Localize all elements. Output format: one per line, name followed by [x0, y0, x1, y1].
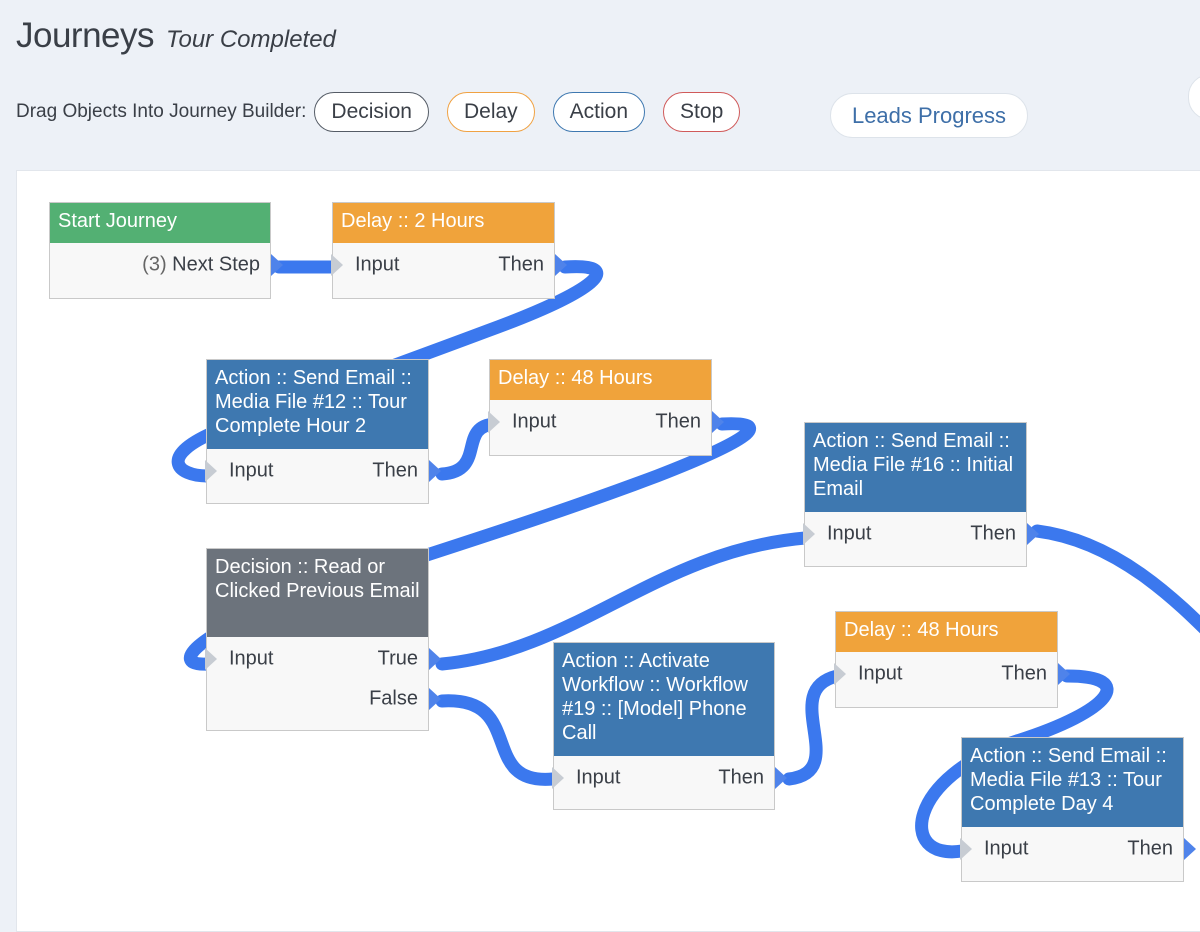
input-port-icon[interactable]	[205, 460, 217, 482]
lead-count: (3)	[142, 253, 167, 276]
input-port-icon[interactable]	[488, 411, 500, 433]
input-port-icon[interactable]	[331, 254, 343, 276]
stop-chip[interactable]: Stop	[663, 92, 741, 132]
action-chip[interactable]: Action	[552, 92, 646, 132]
node-action-send-email-16[interactable]: Action :: Send Email :: Media File #16 :…	[803, 422, 1039, 567]
delay1-ports: Input Then	[331, 243, 567, 287]
true-label: True	[377, 647, 418, 670]
wire-action3-to-delay3	[782, 669, 844, 786]
then-label: Then	[372, 459, 418, 482]
wire-true-to-action2	[435, 531, 812, 671]
next-step-port[interactable]: (3) Next Step	[50, 243, 283, 287]
node-action-activate-workflow[interactable]: Action :: Activate Workflow :: Workflow …	[552, 642, 787, 810]
page-header: Journeys Tour Completed	[16, 16, 336, 56]
action1-ports: Input Then	[205, 449, 441, 493]
input-port-icon[interactable]	[803, 523, 815, 545]
input-label: Input	[355, 253, 400, 276]
then-label: Then	[718, 766, 764, 789]
true-output-port-icon[interactable]	[429, 648, 441, 670]
input-label: Input	[858, 662, 903, 685]
page-subtitle: Tour Completed	[166, 26, 336, 53]
input-label: Input	[512, 410, 557, 433]
node-action4-title: Action :: Send Email :: Media File #13 :…	[962, 738, 1183, 827]
journey-canvas[interactable]: Start Journey (3) Next Step Delay :: 2 H…	[16, 170, 1200, 932]
output-port-icon[interactable]	[271, 254, 283, 276]
next-step-label: (3) Next Step	[142, 254, 260, 277]
decision-true-port: Input True	[205, 637, 441, 681]
input-port-icon[interactable]	[960, 838, 972, 860]
then-label: Then	[655, 410, 701, 433]
then-label: Then	[1001, 662, 1047, 685]
decision-false-port: False	[207, 681, 441, 717]
wire-action1-to-delay2	[435, 417, 502, 481]
node-delay-48-hours[interactable]: Delay :: 48 Hours Input Then	[488, 359, 724, 456]
node-decision-read-or-clicked[interactable]: Decision :: Read or Clicked Previous Ema…	[205, 548, 441, 731]
node-action2-title: Action :: Send Email :: Media File #16 :…	[805, 423, 1026, 512]
output-port-icon[interactable]	[1027, 523, 1039, 545]
then-label: Then	[970, 522, 1016, 545]
delay2-ports: Input Then	[488, 400, 724, 444]
then-label: Then	[1127, 837, 1173, 860]
output-port-icon[interactable]	[429, 460, 441, 482]
connection-wires	[171, 260, 1200, 859]
node-delay2-title: Delay :: 48 Hours	[490, 360, 711, 400]
input-port-icon[interactable]	[834, 663, 846, 685]
delay3-ports: Input Then	[834, 652, 1070, 696]
false-output-port-icon[interactable]	[429, 688, 441, 710]
node-delay-48-hours-2[interactable]: Delay :: 48 Hours Input Then	[834, 611, 1070, 708]
drag-objects-label: Drag Objects Into Journey Builder:	[16, 101, 307, 122]
node-delay3-title: Delay :: 48 Hours	[836, 612, 1057, 652]
input-port-icon[interactable]	[205, 648, 217, 670]
output-port-icon[interactable]	[1184, 838, 1196, 860]
leads-progress-button[interactable]: Leads Progress	[830, 93, 1028, 138]
drag-toolbar: Drag Objects Into Journey Builder: Decis…	[16, 90, 758, 134]
node-delay-2-hours[interactable]: Delay :: 2 Hours Input Then	[331, 202, 567, 299]
next-step-text: Next Step	[172, 253, 260, 276]
then-label: Then	[498, 253, 544, 276]
input-label: Input	[984, 837, 1029, 860]
input-label: Input	[229, 459, 274, 482]
node-start-journey[interactable]: Start Journey (3) Next Step	[49, 202, 283, 299]
delay-chip[interactable]: Delay	[446, 92, 535, 132]
input-label: Input	[576, 766, 621, 789]
node-action1-title: Action :: Send Email :: Media File #12 :…	[207, 360, 428, 449]
node-action-send-email-13[interactable]: Action :: Send Email :: Media File #13 :…	[960, 737, 1196, 882]
node-action-send-email-12[interactable]: Action :: Send Email :: Media File #12 :…	[205, 359, 441, 504]
node-delay1-title: Delay :: 2 Hours	[333, 203, 554, 243]
decision-chip[interactable]: Decision	[314, 92, 429, 132]
output-port-icon[interactable]	[555, 254, 567, 276]
action4-ports: Input Then	[960, 827, 1196, 871]
wire-delay2-to-decision1	[183, 417, 757, 671]
output-port-icon[interactable]	[712, 411, 724, 433]
node-start-title: Start Journey	[50, 203, 270, 243]
wire-false-to-action3	[435, 694, 560, 786]
input-label: Input	[229, 647, 274, 670]
wire-action2-exit	[1030, 524, 1200, 634]
partial-toolbar-button[interactable]	[1188, 74, 1200, 120]
input-port-icon[interactable]	[552, 767, 564, 789]
input-label: Input	[827, 522, 872, 545]
output-port-icon[interactable]	[1058, 663, 1070, 685]
false-label: False	[369, 687, 418, 710]
node-decision-title: Decision :: Read or Clicked Previous Ema…	[207, 549, 428, 637]
node-action3-title: Action :: Activate Workflow :: Workflow …	[554, 643, 774, 756]
action2-ports: Input Then	[803, 512, 1039, 556]
output-port-icon[interactable]	[775, 767, 787, 789]
action3-ports: Input Then	[552, 756, 787, 800]
page-title: Journeys	[16, 16, 155, 55]
